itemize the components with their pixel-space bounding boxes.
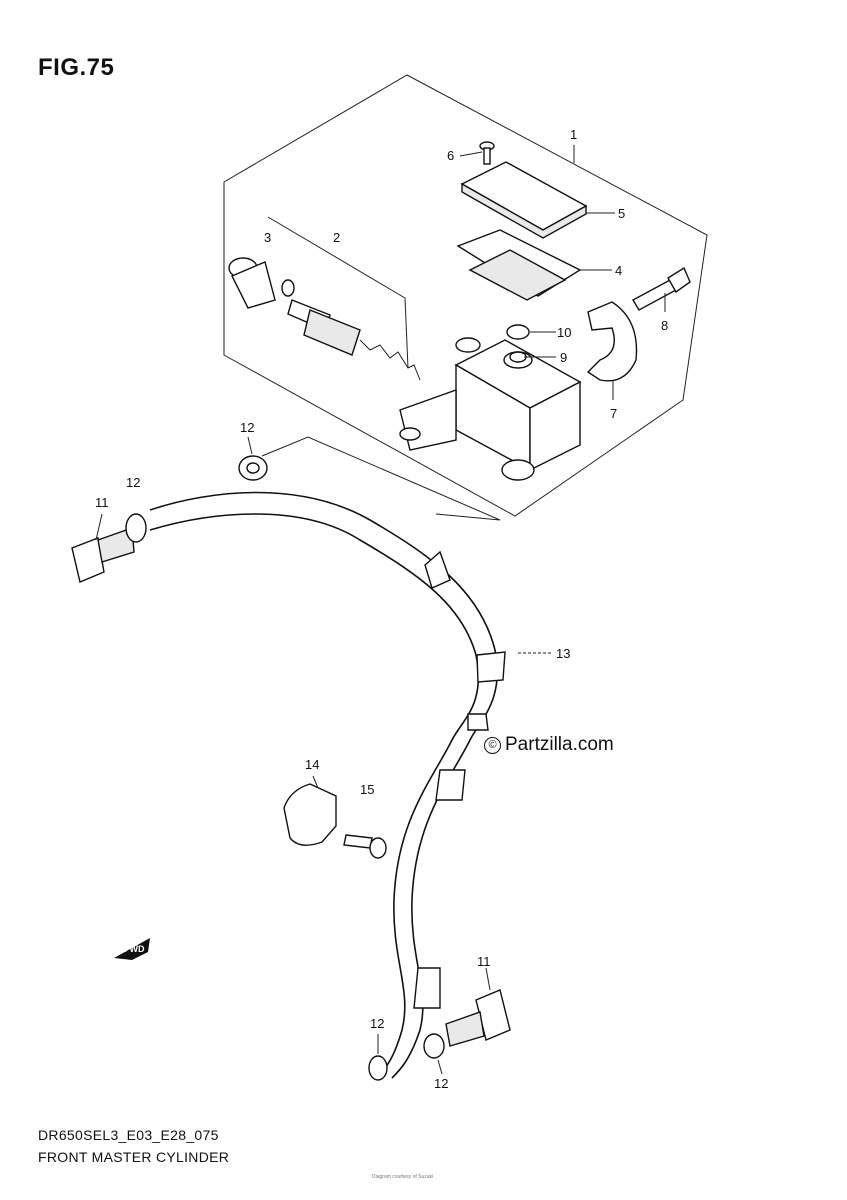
- bolt-9: [509, 351, 527, 363]
- hose-bracket: [261, 436, 501, 521]
- washer-12-bottom-left: [368, 1055, 388, 1081]
- callout-14: 14: [305, 757, 319, 772]
- diagram-caption: FRONT MASTER CYLINDER: [38, 1149, 230, 1165]
- callout-5: 5: [618, 206, 625, 221]
- boot-3: [228, 257, 276, 309]
- callout-3: 3: [264, 230, 271, 245]
- callout-labels: 1 2 3 4 5 6 7 8 9 10 11 11 12 12 12 12 1…: [95, 127, 668, 1091]
- callout-11-bottom: 11: [477, 954, 491, 969]
- brake-hose-13: [149, 491, 506, 1079]
- o-ring-10: [506, 324, 530, 340]
- clip-14: [283, 783, 337, 846]
- banjo-bolt-11-top: [71, 527, 135, 583]
- callout-10: 10: [557, 325, 571, 340]
- callout-7: 7: [610, 406, 617, 421]
- callout-12-a: 12: [240, 420, 254, 435]
- diagram-code: DR650SEL3_E03_E28_075: [38, 1127, 219, 1143]
- clamp-7: [586, 301, 638, 382]
- callout-8: 8: [661, 318, 668, 333]
- watermark: ©Partzilla.com: [484, 734, 614, 756]
- watermark-text: Partzilla.com: [505, 734, 614, 755]
- fig-title: FIG.75: [38, 54, 115, 81]
- piston-spring-2: [281, 279, 421, 381]
- assembly-outline: [223, 74, 708, 517]
- footer-fine-print: Diagram courtesy of Suzuki: [372, 1174, 434, 1180]
- callout-1: 1: [570, 127, 577, 142]
- leader-lines: [95, 145, 666, 1075]
- banjo-bolt-11-bottom: [445, 989, 511, 1047]
- bolt-8: [632, 266, 691, 311]
- screw-15: [343, 834, 387, 859]
- callout-15: 15: [360, 782, 374, 797]
- callout-11-top: 11: [95, 495, 109, 510]
- washer-12-bottom-right: [423, 1033, 445, 1059]
- callout-4: 4: [615, 263, 622, 278]
- piston-group-bracket: [267, 216, 409, 369]
- screw-6: [479, 141, 495, 165]
- master-cylinder-body: [399, 337, 582, 481]
- callout-9: 9: [560, 350, 567, 365]
- fwd-label: FWD: [124, 944, 145, 954]
- callout-2: 2: [333, 230, 340, 245]
- callout-12-b: 12: [126, 475, 140, 490]
- washer-12-top: [238, 455, 268, 481]
- callout-13: 13: [556, 646, 570, 661]
- callout-12-d: 12: [434, 1076, 448, 1091]
- washer-12-left: [125, 513, 147, 543]
- copyright-icon: ©: [484, 737, 501, 754]
- callout-6: 6: [447, 148, 454, 163]
- callout-12-c: 12: [370, 1016, 384, 1031]
- fwd-arrow-icon: FWD: [114, 938, 150, 960]
